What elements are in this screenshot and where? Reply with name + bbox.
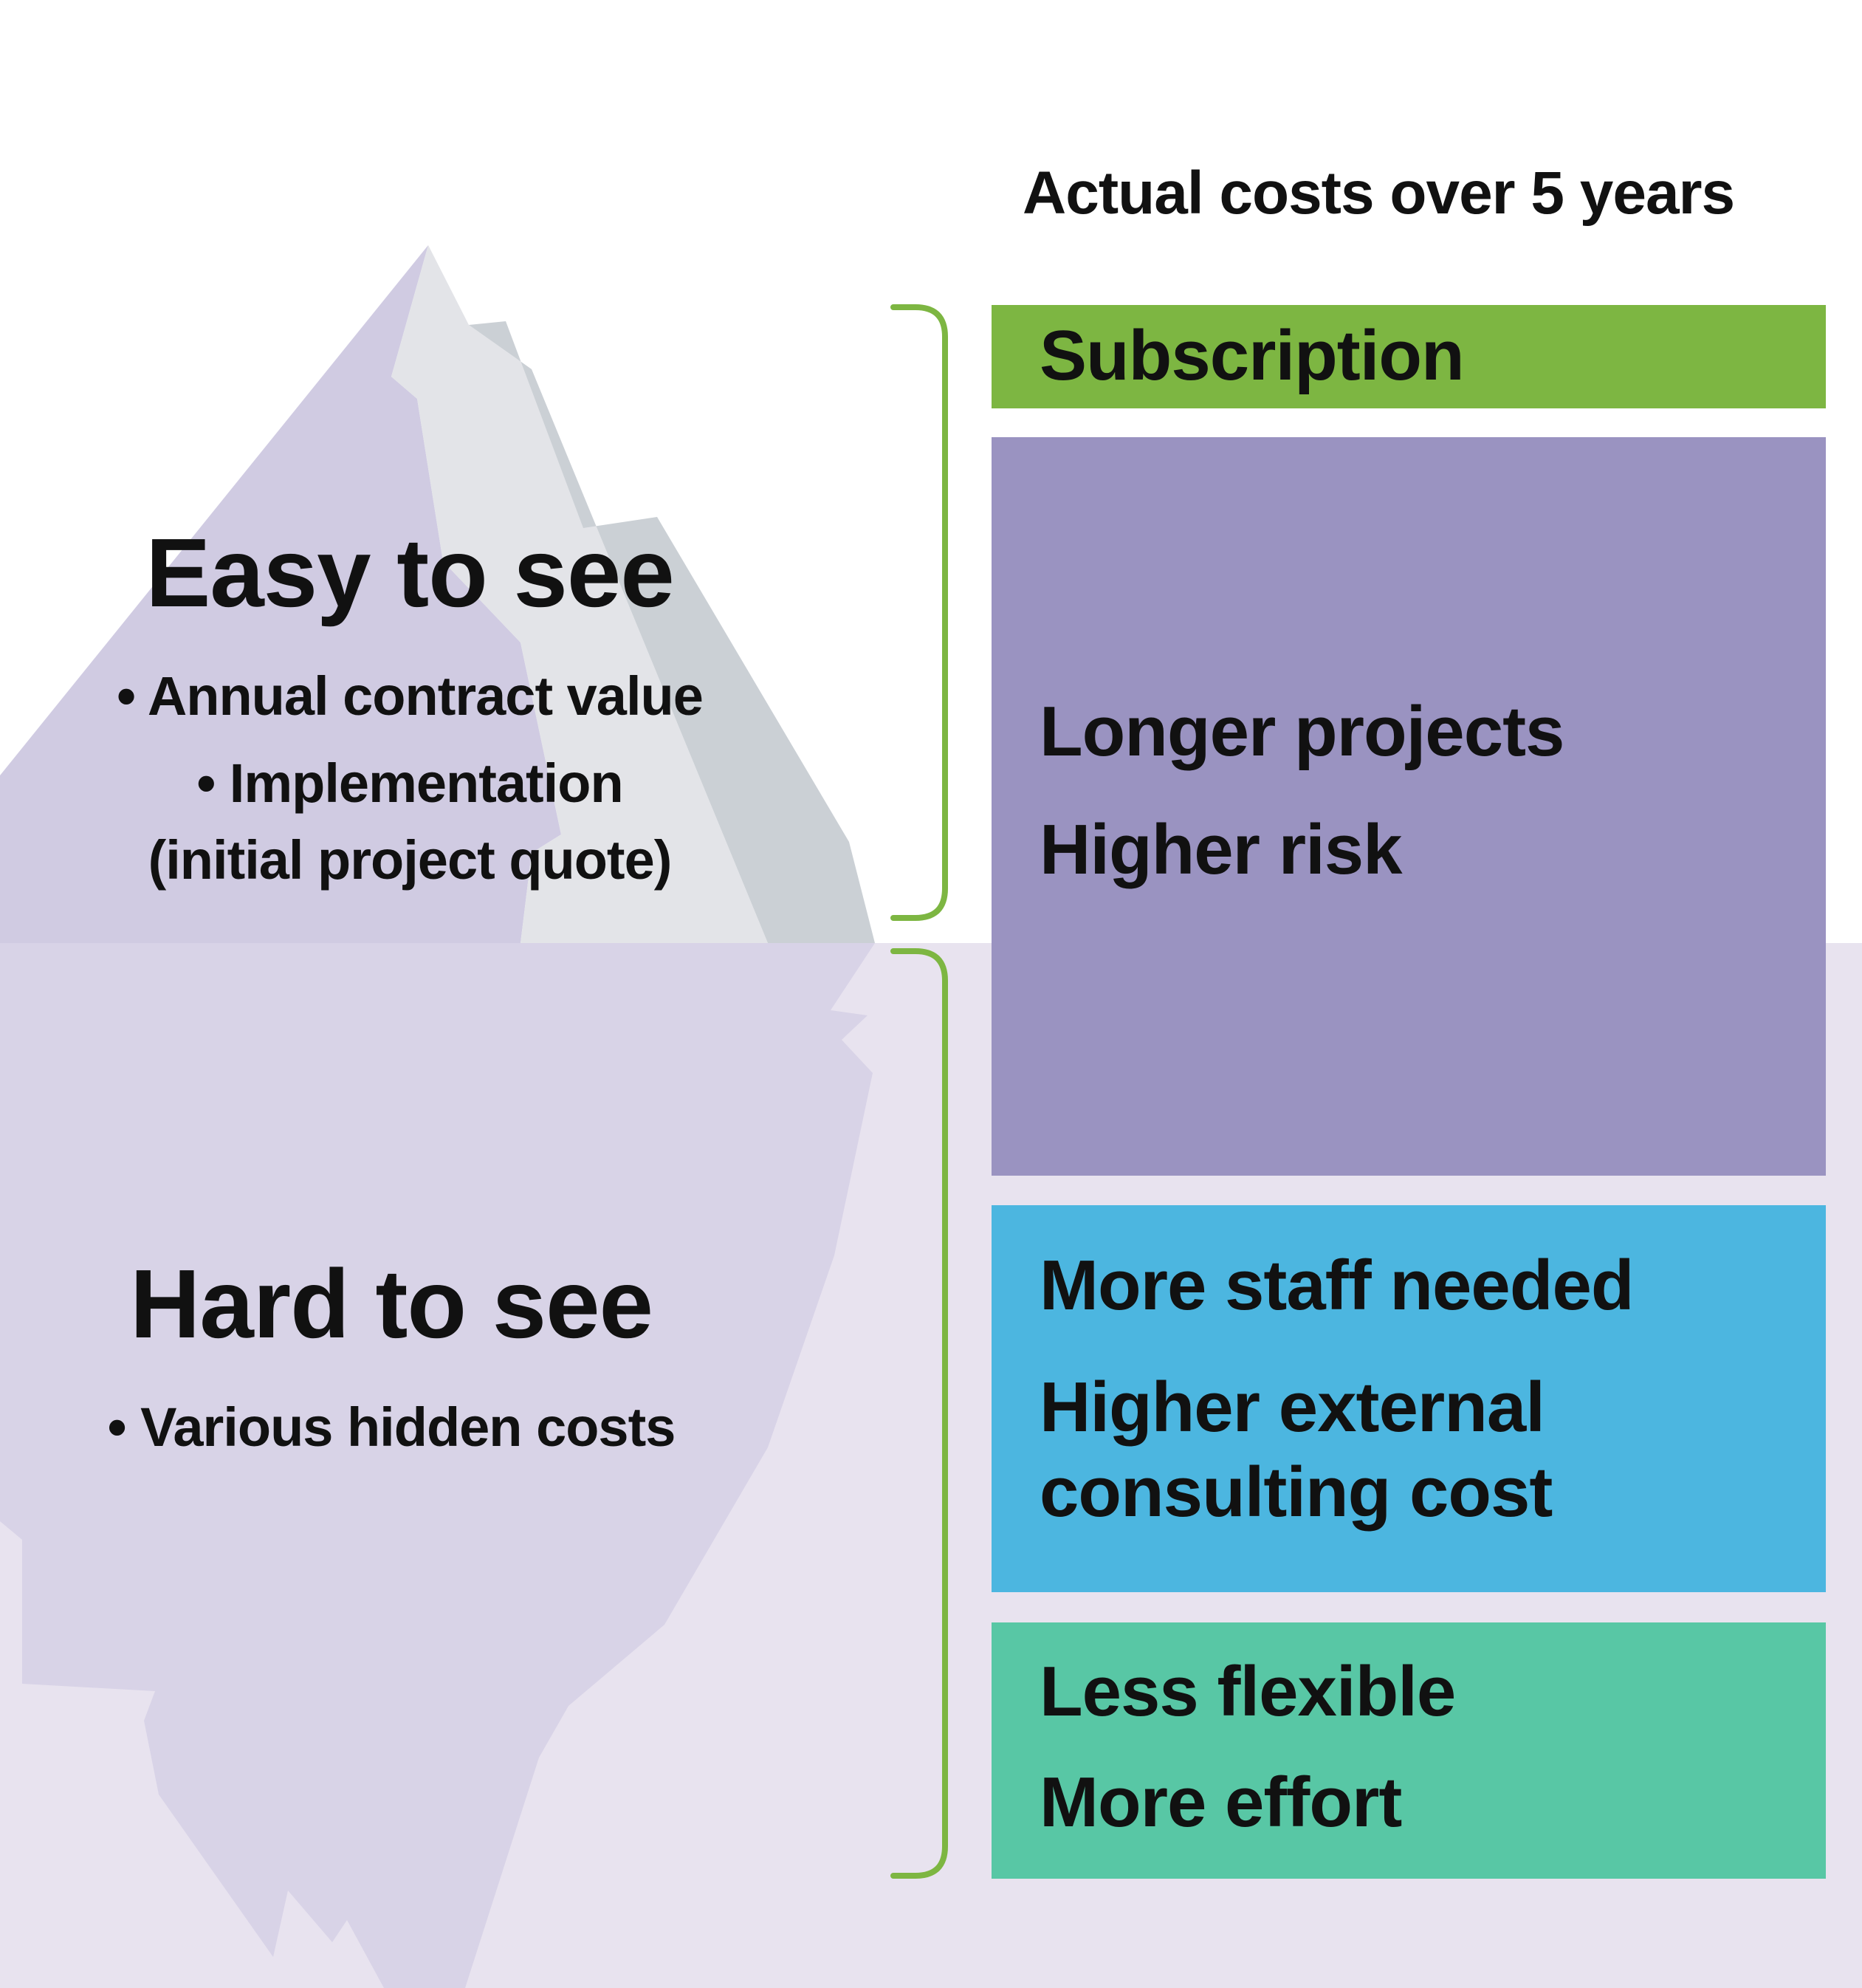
cost-block-higher-risk-label: Higher risk (1040, 810, 1403, 889)
cost-block-subscription-label: Subscription (1040, 316, 1465, 395)
easy-to-see-title: Easy to see (145, 518, 674, 627)
cost-block-longer-projects-label: Longer projects (1040, 692, 1564, 771)
bullet-various-hidden-costs: • Various hidden costs (107, 1396, 676, 1458)
cost-block-more-staff-label: More staff needed (1040, 1246, 1634, 1325)
cost-block-higher-external-label: Higher external (1040, 1368, 1545, 1447)
cost-block-subscription: Subscription (992, 305, 1826, 408)
iceberg-face-light (391, 245, 768, 943)
bracket-above (890, 304, 948, 921)
bracket-below (890, 948, 948, 1879)
cost-column-title: Actual costs over 5 years (1023, 160, 1735, 227)
cost-block-flexibility: Less flexible More effort (992, 1622, 1826, 1879)
cost-block-staff: More staff needed Higher external consul… (992, 1205, 1826, 1592)
iceberg-underwater (0, 943, 875, 1988)
bullet-annual-contract-value: • Annual contract value (117, 665, 704, 727)
iceberg-face-shadow (469, 321, 875, 943)
hard-to-see-title: Hard to see (130, 1250, 653, 1358)
cost-block-more-effort-label: More effort (1040, 1763, 1402, 1842)
cost-block-less-flexible-label: Less flexible (1040, 1652, 1456, 1731)
cost-block-consulting-cost-label: consulting cost (1040, 1453, 1553, 1532)
iceberg-face-dark (0, 245, 561, 943)
bullet-initial-project-quote: (initial project quote) (148, 829, 673, 891)
cost-block-projects: Longer projects Higher risk (992, 437, 1826, 1176)
bullet-implementation: • Implementation (196, 753, 623, 814)
